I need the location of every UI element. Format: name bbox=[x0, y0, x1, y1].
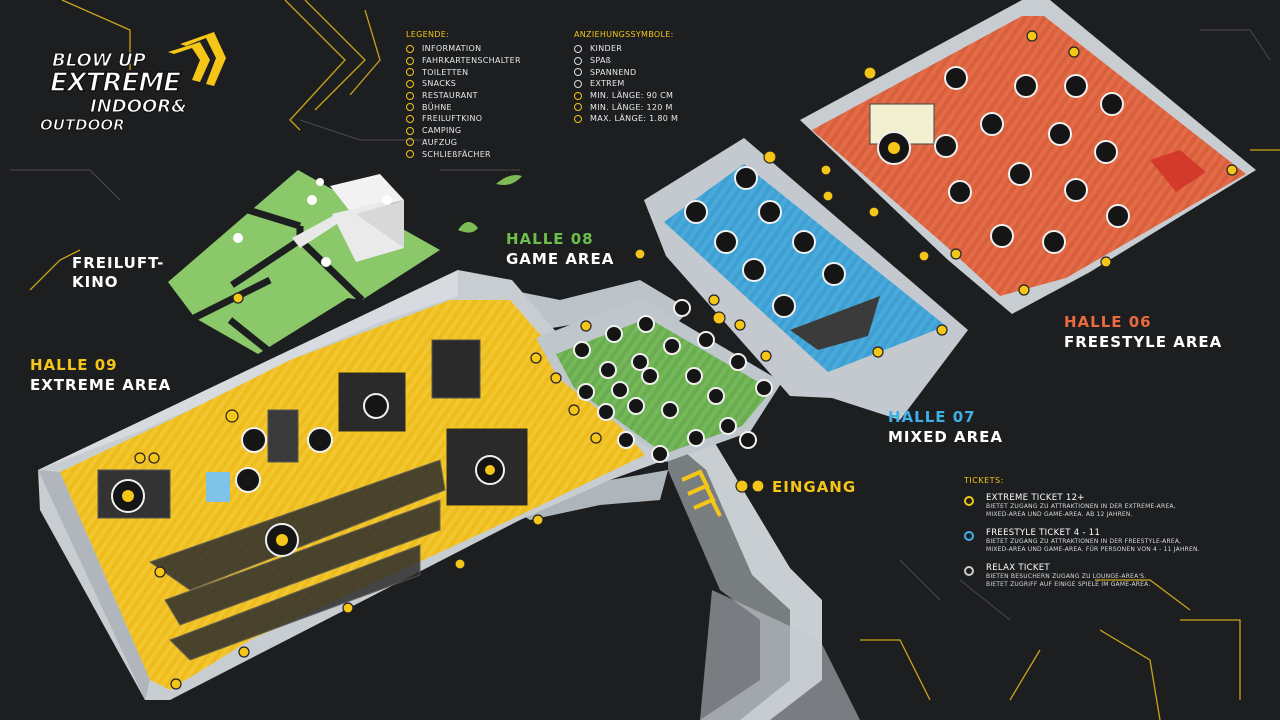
freiluftkino-lawn bbox=[168, 170, 522, 355]
symbol-item: MIN. LÄNGE: 90 CM bbox=[574, 90, 678, 102]
min-height-120-icon bbox=[574, 103, 582, 112]
symbol-item: KINDER bbox=[574, 43, 678, 55]
min-height-90-icon bbox=[574, 91, 582, 100]
hall-06-freestyle bbox=[800, 0, 1256, 314]
hall-07-number: HALLE 07 bbox=[888, 408, 976, 426]
ticket-extreme: EXTREME TICKET 12+ BIETET ZUGANG ZU ATTR… bbox=[964, 493, 1264, 519]
elevator-icon bbox=[406, 138, 414, 147]
legend-item: SCHLIEßFÄCHER bbox=[406, 148, 521, 160]
info-icon bbox=[406, 44, 414, 53]
hall-07-mixed bbox=[644, 138, 968, 420]
attraction-symbols-title: ANZIEHUNGSSYMBOLE: bbox=[574, 30, 674, 39]
fun-icon bbox=[574, 56, 582, 65]
max-height-180-icon bbox=[574, 114, 582, 123]
hall-06-number: HALLE 06 bbox=[1064, 313, 1152, 331]
legend-item: CAMPING bbox=[406, 125, 521, 137]
legend-item: FAHRKARTENSCHALTER bbox=[406, 55, 521, 67]
symbol-item: SPAß bbox=[574, 55, 678, 67]
legend-title: LEGENDE: bbox=[406, 30, 450, 39]
background-decoration bbox=[29, 0, 1280, 720]
legend-item: INFORMATION bbox=[406, 43, 521, 55]
hall-06-name: FREESTYLE AREA bbox=[1064, 333, 1223, 351]
entrance-arrows bbox=[681, 469, 722, 517]
restaurant-icon bbox=[406, 91, 414, 100]
camping-icon bbox=[406, 126, 414, 135]
symbol-item: EXTREM bbox=[574, 78, 678, 90]
freiluftkino-label-line2: KINO bbox=[72, 273, 119, 291]
cinema-icon bbox=[406, 114, 414, 123]
symbol-item: MAX. LÄNGE: 1.80 M bbox=[574, 113, 678, 125]
hall-08-game bbox=[536, 298, 782, 462]
hall-09-name: EXTREME AREA bbox=[30, 376, 172, 394]
hall-09-extreme bbox=[38, 270, 665, 700]
ticket-icon bbox=[964, 566, 974, 576]
facility-markers bbox=[134, 30, 1238, 690]
symbol-item: SPANNEND bbox=[574, 66, 678, 78]
ticket-relax: RELAX TICKET BIETEN BESUCHERN ZUGANG ZU … bbox=[964, 563, 1264, 589]
legend-item: AUFZUG bbox=[406, 137, 521, 149]
legend-item: TOILETTEN bbox=[406, 66, 521, 78]
hall-08-number: HALLE 08 bbox=[506, 230, 594, 248]
extreme-icon bbox=[574, 79, 582, 88]
freiluftkino-label-line1: FREILUFT- bbox=[72, 254, 165, 272]
entrance-corridor bbox=[668, 438, 860, 720]
legend: LEGENDE: INFORMATION FAHRKARTENSCHALTER … bbox=[406, 30, 521, 160]
ticket-icon bbox=[964, 496, 974, 506]
legend-item: FREILUFTKINO bbox=[406, 113, 521, 125]
logo-line-4: OUTDOOR bbox=[40, 116, 126, 135]
snacks-icon bbox=[406, 79, 414, 88]
logo-line-2: EXTREME bbox=[49, 67, 181, 99]
logo-chevrons bbox=[168, 32, 226, 86]
attraction-symbols: ANZIEHUNGSSYMBOLE: KINDER SPAß SPANNEND … bbox=[574, 30, 678, 125]
logo-line-1: BLOW UP bbox=[52, 50, 147, 72]
ticket-freestyle: FREESTYLE TICKET 4 - 11 BIETET ZUGANG ZU… bbox=[964, 528, 1264, 554]
entrance-label: EINGANG bbox=[772, 478, 857, 496]
thrill-icon bbox=[574, 68, 582, 77]
stage-icon bbox=[406, 103, 414, 112]
ticket-icon bbox=[964, 531, 974, 541]
toilet-icon bbox=[406, 68, 414, 77]
kids-icon bbox=[574, 44, 582, 53]
legend-item: SNACKS bbox=[406, 78, 521, 90]
legend-item: BÜHNE bbox=[406, 101, 521, 113]
logo-line-3: INDOOR& bbox=[90, 96, 188, 118]
brand-logo: BLOW UP EXTREME INDOOR& OUTDOOR bbox=[38, 36, 238, 136]
hall-07-name: MIXED AREA bbox=[888, 428, 1004, 446]
symbol-item: MIN. LÄNGE: 120 M bbox=[574, 101, 678, 113]
hall-08-name: GAME AREA bbox=[506, 250, 615, 268]
tickets-panel: TICKETS: EXTREME TICKET 12+ BIETET ZUGAN… bbox=[964, 476, 1264, 598]
legend-item: RESTAURANT bbox=[406, 90, 521, 102]
ticket-counter-icon bbox=[406, 56, 414, 65]
tickets-title: TICKETS: bbox=[964, 476, 1004, 485]
locker-icon bbox=[406, 150, 414, 159]
hall-09-number: HALLE 09 bbox=[30, 356, 118, 374]
